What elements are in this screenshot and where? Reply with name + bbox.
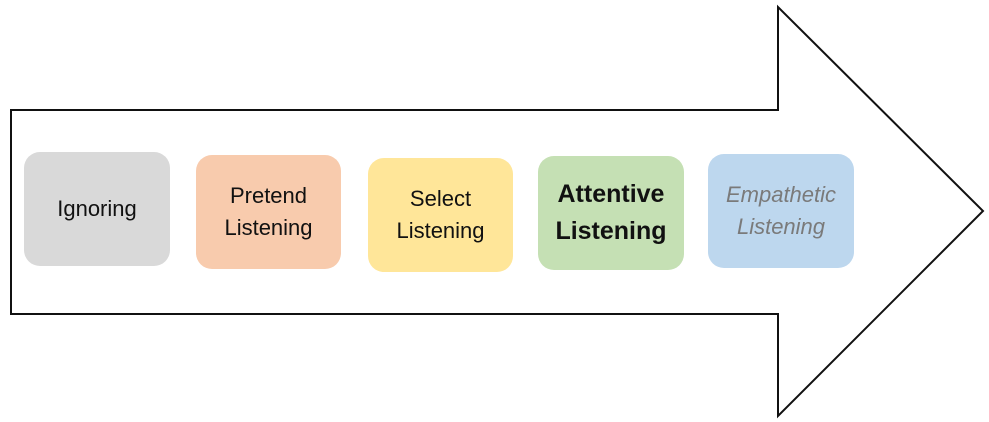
stage-empathetic-listening: Empathetic Listening bbox=[708, 154, 854, 268]
stage-pretend-listening-label: Pretend Listening bbox=[224, 183, 313, 240]
stage-ignoring-label: Ignoring bbox=[57, 196, 137, 221]
stage-attentive-listening: Attentive Listening bbox=[538, 156, 684, 270]
stage-empathetic-listening-label: Empathetic Listening bbox=[725, 182, 837, 239]
stage-select-listening-label: Select Listening bbox=[396, 186, 485, 243]
stage-attentive-listening-label: Attentive Listening bbox=[555, 180, 667, 245]
stage-ignoring: Ignoring bbox=[24, 152, 170, 266]
stage-pretend-listening: Pretend Listening bbox=[196, 155, 341, 269]
stage-select-listening: Select Listening bbox=[368, 158, 513, 272]
